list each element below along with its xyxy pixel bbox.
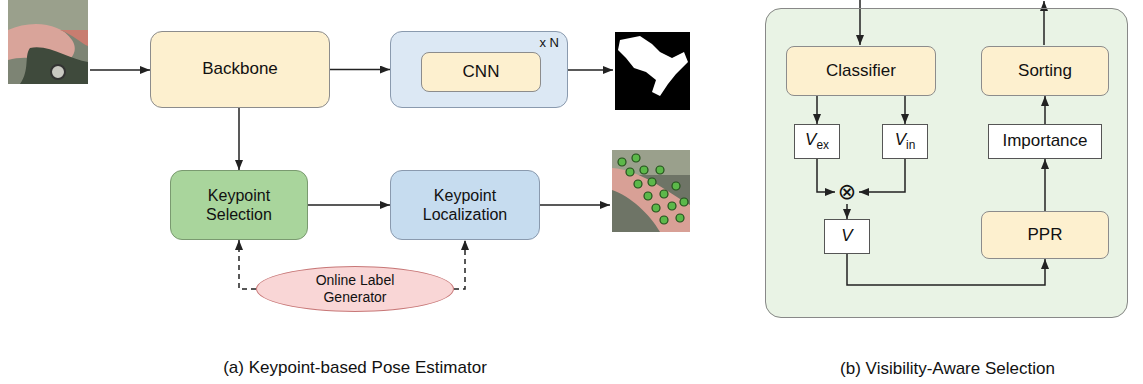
keypoint-output	[612, 150, 690, 232]
flow-arrow	[330, 69, 390, 71]
figure-caption: (a) Keypoint-based Pose Estimator	[155, 358, 555, 378]
node-label: Vin	[895, 130, 916, 153]
flow-arrow	[1044, 159, 1046, 211]
supervision-arrow	[454, 240, 465, 289]
generator-ellipse: Online Label Generator	[256, 266, 454, 312]
keypoint-arrow	[540, 204, 610, 206]
process-box: Keypoint Localization	[390, 170, 540, 240]
node-label: Sorting	[1018, 61, 1072, 81]
input-arrow	[859, 0, 861, 45]
flow-arrow	[238, 108, 240, 170]
flow-arrow	[859, 159, 905, 192]
module-panel: (b) Visibility-Aware SelectionClassifier…	[765, 8, 1128, 318]
flow-arrow	[817, 159, 835, 192]
repeat-group: x N CNN	[390, 31, 568, 108]
process-box: Sorting	[981, 46, 1109, 96]
variable-box: V	[824, 219, 870, 254]
supervision-arrow	[239, 240, 256, 289]
node-label: Online Label Generator	[295, 272, 415, 306]
process-box: PPR	[981, 211, 1109, 259]
node-label: ⊗	[838, 179, 856, 205]
process-box: Backbone	[150, 31, 330, 108]
process-box: Classifier	[786, 46, 936, 96]
mask-output	[615, 32, 690, 110]
node-label: V	[841, 226, 852, 246]
input-arrow	[90, 69, 150, 71]
process-box: Keypoint Selection	[170, 170, 308, 240]
product-symbol: ⊗	[835, 180, 859, 204]
variable-box: Importance	[988, 124, 1102, 159]
flow-arrow	[904, 96, 906, 124]
node-label: CNN	[463, 62, 500, 82]
input-thumbnail	[8, 0, 88, 84]
flow-arrow	[816, 96, 818, 124]
node-label: (b) Visibility-Aware Selection	[746, 359, 1143, 379]
flow-arrow	[1044, 96, 1046, 124]
panel-background	[765, 8, 1128, 318]
node-label: PPR	[1028, 225, 1063, 245]
flow-arrow	[846, 204, 848, 219]
node-label: Vex	[805, 130, 829, 153]
flow-arrow	[308, 204, 390, 206]
variable-box: Vin	[882, 124, 928, 159]
node-label: Classifier	[826, 61, 896, 81]
process-box: CNN	[421, 52, 541, 92]
node-label: Keypoint Selection	[184, 186, 294, 224]
node-label: Keypoint Localization	[405, 186, 525, 224]
variable-box: Vex	[794, 124, 840, 159]
mask-arrow	[568, 69, 613, 71]
node-label: Importance	[1002, 131, 1087, 151]
node-label: x N	[540, 35, 560, 51]
node-label: Backbone	[202, 59, 278, 79]
